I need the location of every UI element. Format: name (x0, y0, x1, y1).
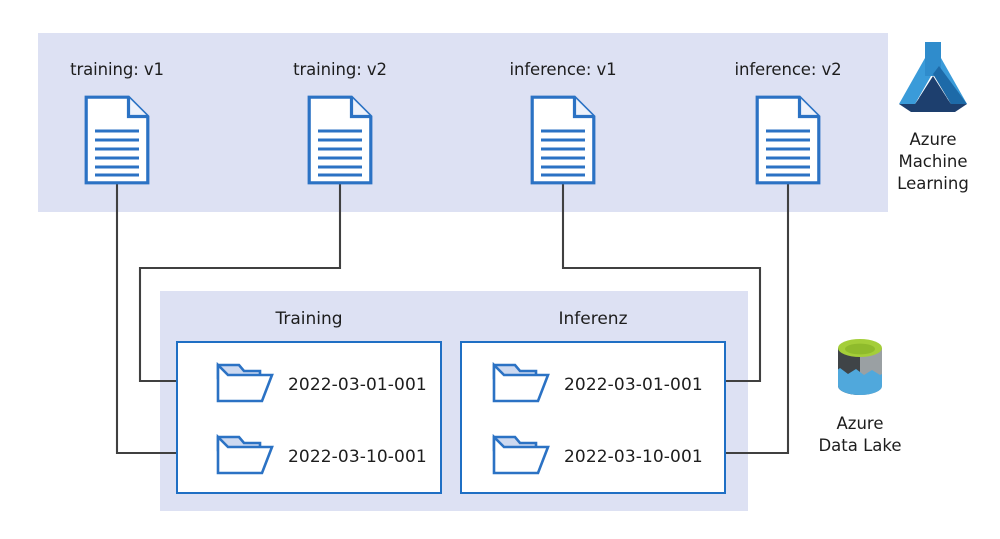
folder-icon (216, 433, 274, 480)
azure-data-lake-icon (795, 336, 925, 404)
brand-line-1: Azure (909, 130, 957, 149)
azure-machine-learning-icon (868, 36, 998, 120)
folder-row-training-1[interactable]: 2022-03-01-001 (216, 361, 427, 408)
asset-training-v2[interactable]: training: v2 (260, 60, 420, 189)
folder-row-inferenz-1[interactable]: 2022-03-01-001 (492, 361, 703, 408)
folder-row-inferenz-2[interactable]: 2022-03-10-001 (492, 433, 703, 480)
asset-label: inference: v2 (734, 60, 842, 79)
asset-training-v1[interactable]: training: v1 (37, 60, 197, 189)
asset-inference-v1[interactable]: inference: v1 (483, 60, 643, 189)
document-icon (530, 95, 596, 189)
brand-line-2: Machine (898, 151, 968, 171)
azure-machine-learning-label: Azure Machine Learning (868, 129, 998, 194)
group-title-inferenz: Inferenz (558, 309, 628, 329)
brand-line-2: Data Lake (818, 435, 902, 455)
group-title-training: Training (275, 309, 343, 329)
folder-name: 2022-03-10-001 (564, 447, 703, 467)
folder-name: 2022-03-01-001 (288, 375, 427, 395)
document-icon (84, 95, 150, 189)
document-icon (755, 95, 821, 189)
asset-label: inference: v1 (509, 60, 617, 79)
folder-name: 2022-03-01-001 (564, 375, 703, 395)
azure-machine-learning-brand: Azure Machine Learning (868, 36, 998, 194)
folder-row-training-2[interactable]: 2022-03-10-001 (216, 433, 427, 480)
asset-label: training: v2 (293, 60, 387, 79)
folder-icon (492, 433, 550, 480)
folder-name: 2022-03-10-001 (288, 447, 427, 467)
brand-line-3: Learning (897, 173, 969, 193)
azure-data-lake-brand: Azure Data Lake (795, 336, 925, 457)
asset-label: training: v1 (70, 60, 164, 79)
brand-line-1: Azure (836, 414, 884, 433)
document-icon (307, 95, 373, 189)
folder-icon (492, 361, 550, 408)
azure-data-lake-label: Azure Data Lake (795, 413, 925, 457)
folder-icon (216, 361, 274, 408)
asset-inference-v2[interactable]: inference: v2 (708, 60, 868, 189)
